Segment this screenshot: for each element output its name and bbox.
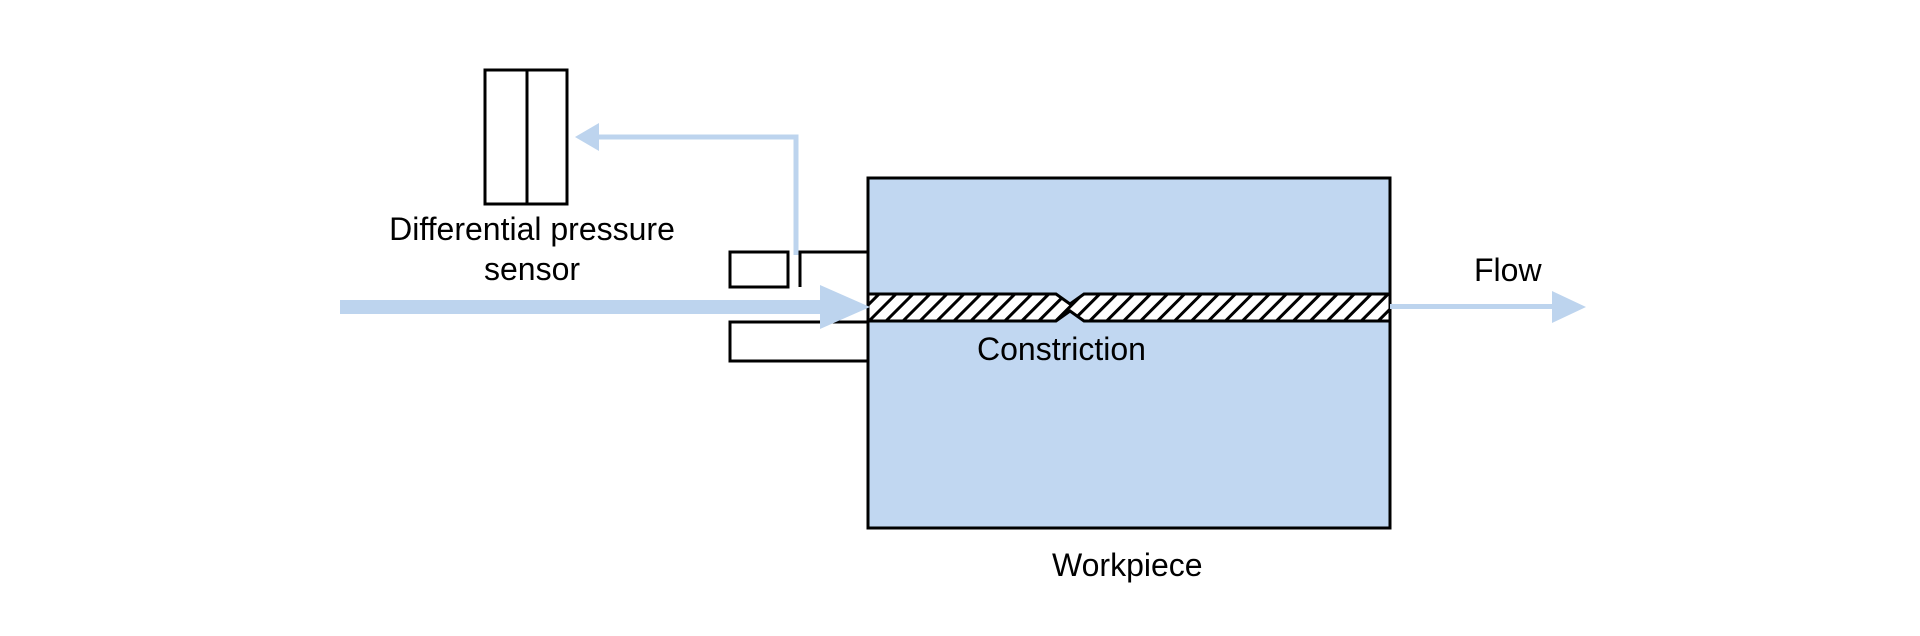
workpiece-label: Workpiece (1052, 547, 1203, 583)
workpiece-block (866, 176, 1392, 530)
outlet-flow-arrow (1390, 291, 1586, 323)
pressure-tap-line (575, 123, 799, 255)
connector-bracket (728, 250, 870, 363)
sensor-label: Differential pressure sensor (362, 209, 702, 289)
inlet-flow-arrow (340, 285, 870, 329)
differential-pressure-sensor (483, 68, 569, 206)
constriction-label: Constriction (977, 331, 1146, 367)
sensor-label-line1: Differential pressure (389, 211, 675, 247)
constriction-channel (866, 292, 1392, 323)
sensor-label-line2: sensor (483, 251, 581, 287)
flow-label: Flow (1474, 252, 1542, 288)
